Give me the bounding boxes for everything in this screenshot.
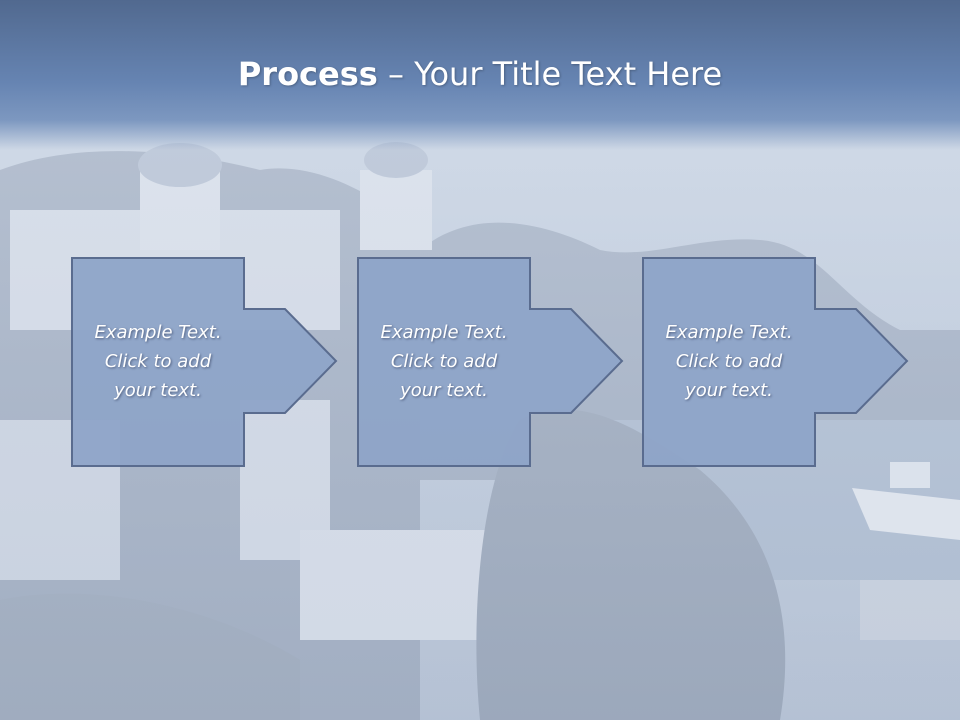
step-line: your text. <box>114 379 202 401</box>
process-step-2-shape[interactable] <box>356 256 626 468</box>
process-step-3-shape[interactable] <box>641 256 911 468</box>
step-line: Example Text. <box>665 321 793 343</box>
process-step-2-text[interactable]: Example Text. Click to add your text. <box>358 256 530 466</box>
step-line: Example Text. <box>94 321 222 343</box>
step-line: Example Text. <box>380 321 508 343</box>
title-band <box>0 0 960 150</box>
step-line: Click to add <box>104 350 212 372</box>
process-step-1-shape[interactable] <box>70 256 340 468</box>
slide-title[interactable]: Process – Your Title Text Here <box>0 52 960 96</box>
step-line: Click to add <box>390 350 498 372</box>
process-step-1-text[interactable]: Example Text. Click to add your text. <box>72 256 244 466</box>
title-rest: – Your Title Text Here <box>377 55 723 93</box>
step-line: your text. <box>685 379 773 401</box>
step-line: Click to add <box>675 350 783 372</box>
title-strong: Process <box>237 55 378 93</box>
process-step-3-text[interactable]: Example Text. Click to add your text. <box>643 256 815 466</box>
step-line: your text. <box>400 379 488 401</box>
